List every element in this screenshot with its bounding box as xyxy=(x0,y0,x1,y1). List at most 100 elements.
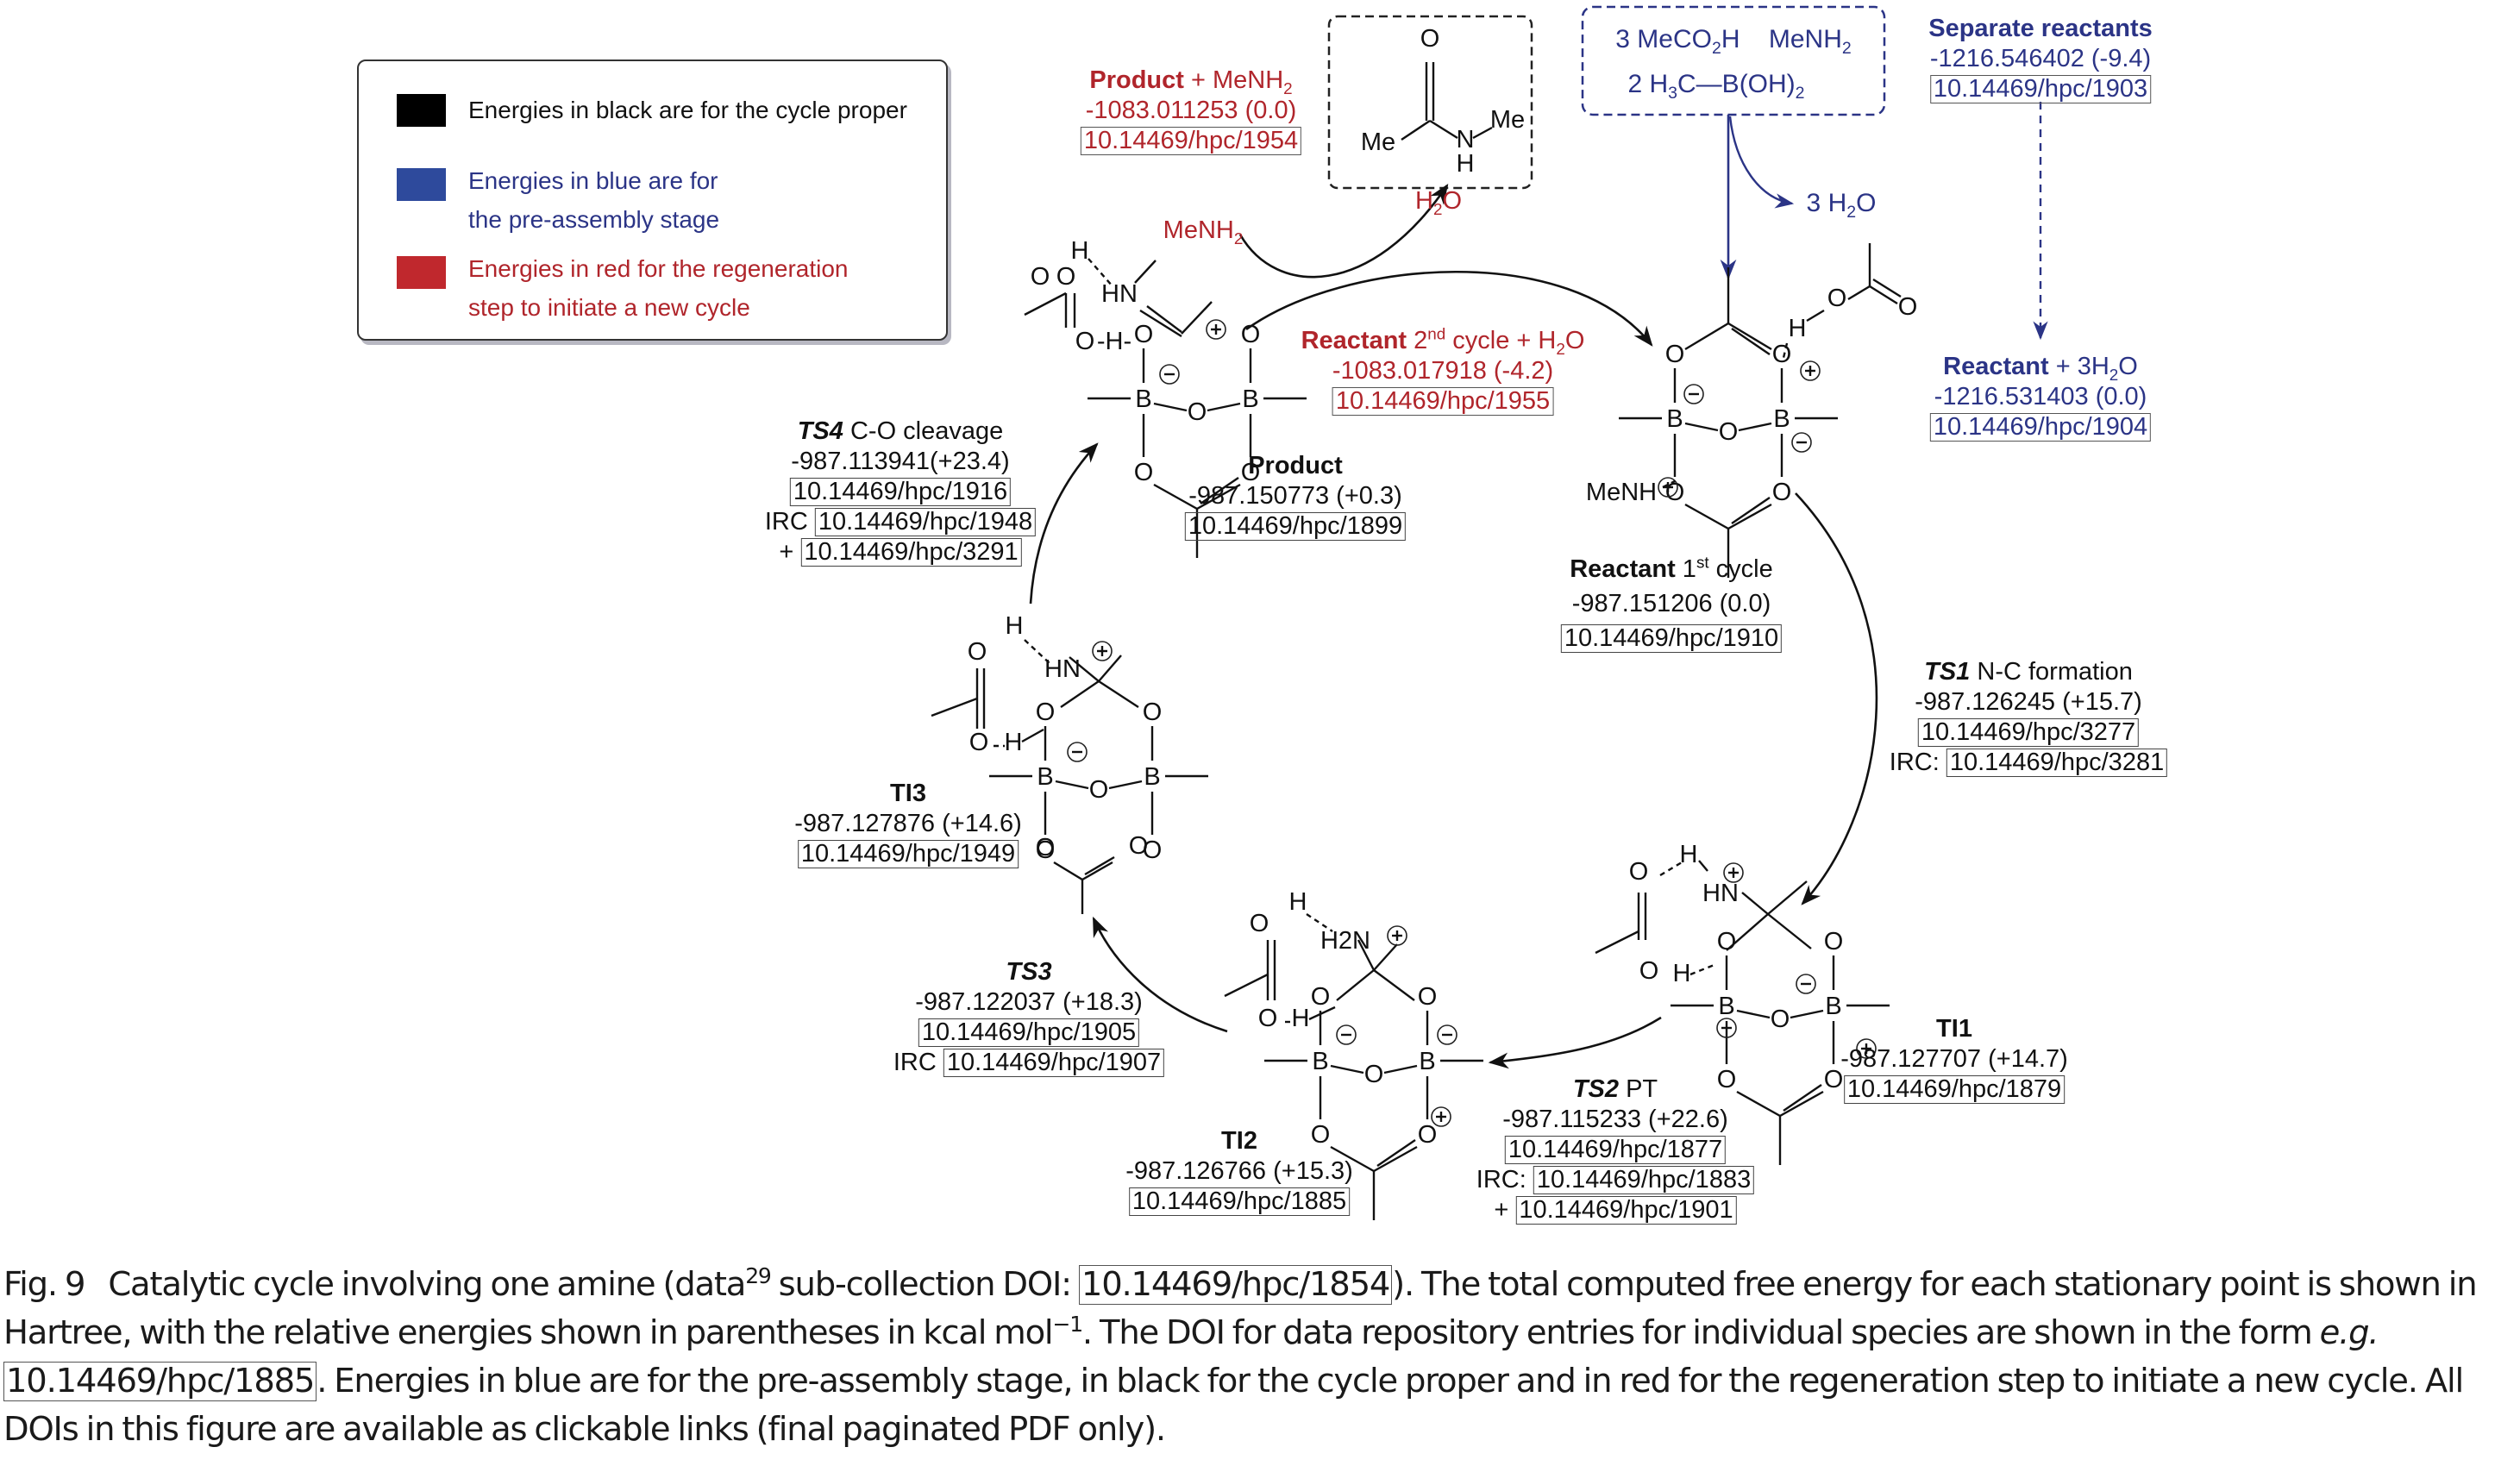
legend-text: step to initiate a new cycle xyxy=(468,294,750,321)
bond xyxy=(1088,258,1113,287)
bond xyxy=(1373,969,1415,1001)
energy-value: -987.127876 (+14.6) xyxy=(794,810,1022,837)
bond xyxy=(1731,328,1771,355)
bond xyxy=(1806,309,1825,323)
irc-doi-link[interactable]: 10.14469/hpc/1948 xyxy=(814,508,1037,536)
energy-value: -1216.531403 (0.0) xyxy=(1934,383,2147,410)
atom-oxygen: O xyxy=(1827,285,1847,312)
bond xyxy=(1108,780,1143,790)
bond xyxy=(1383,1064,1418,1074)
energy-value: -987.113941(+23.4) xyxy=(791,448,1010,475)
energy-value: -987.151206 (0.0) xyxy=(1571,590,1771,617)
atom-oxygen: O xyxy=(1036,699,1056,726)
doi-link[interactable]: 10.14469/hpc/1899 xyxy=(1184,512,1407,541)
bond xyxy=(1727,503,1772,530)
positive-charge-icon xyxy=(1723,862,1744,883)
irc-doi-link[interactable]: 10.14469/hpc/1907 xyxy=(943,1049,1165,1077)
bond xyxy=(1357,939,1376,971)
legend-text: Energies in red for the regeneration xyxy=(468,255,849,282)
doi-link[interactable]: 10.14469/hpc/1955 xyxy=(1332,387,1554,416)
label-reactant-2nd-cycle: Reactant 2nd cycle + H2O -1083.017918 (-… xyxy=(1301,324,1585,416)
atom-oxygen: O xyxy=(1311,1121,1331,1149)
atom-label: MeNH xyxy=(1586,479,1657,506)
doi-link[interactable]: 10.14469/hpc/1854 xyxy=(1078,1265,1393,1305)
atom-oxygen: O xyxy=(1824,1066,1844,1093)
atom-hydrogen: H xyxy=(1005,729,1023,756)
water-label: H2O xyxy=(1415,187,1462,218)
doi-link[interactable]: 10.14469/hpc/1885 xyxy=(1128,1187,1351,1216)
atom-oxygen: O xyxy=(1188,398,1207,426)
reactants-line-1: 3 MeCO2H MeNH2 xyxy=(1615,25,1852,58)
doi-link[interactable]: 10.14469/hpc/1879 xyxy=(1843,1075,2066,1104)
arrow-product-to-reactant2 xyxy=(1245,270,1653,347)
bond xyxy=(1081,861,1113,881)
figure-caption: Fig. 9 Catalytic cycle involving one ami… xyxy=(3,1263,2478,1449)
atom-oxygen: O xyxy=(1258,1005,1278,1032)
atom-hydrogen: H xyxy=(1071,237,1089,265)
doi-link[interactable]: 10.14469/hpc/1905 xyxy=(918,1018,1140,1047)
reference-29[interactable]: 29 xyxy=(745,1263,772,1289)
doi-link[interactable]: 10.14469/hpc/1877 xyxy=(1504,1136,1727,1164)
label-ts1: TS1 N-C formation -987.126245 (+15.7) 10… xyxy=(1890,657,2168,778)
positive-charge-icon xyxy=(1206,319,1226,340)
positive-charge-icon xyxy=(1092,641,1113,661)
atom-oxygen: O xyxy=(1629,858,1649,886)
bond xyxy=(1207,402,1241,412)
bond xyxy=(1021,728,1044,743)
atom-oxygen: O xyxy=(1771,1006,1790,1033)
doi-link[interactable]: 10.14469/hpc/1903 xyxy=(1929,75,2152,103)
negative-charge-icon xyxy=(1796,974,1816,994)
bond xyxy=(1726,913,1769,951)
bond xyxy=(1731,497,1771,524)
bond xyxy=(1727,322,1772,351)
negative-charge-icon xyxy=(1716,1018,1737,1038)
doi-link[interactable]: 10.14469/hpc/3277 xyxy=(1917,718,2140,747)
doi-link[interactable]: 10.14469/hpc/1885 xyxy=(3,1362,317,1401)
atom-oxygen: O xyxy=(1717,928,1737,955)
irc-doi-link[interactable]: 10.14469/hpc/1883 xyxy=(1533,1166,1755,1194)
atom-oxygen: O xyxy=(1665,341,1685,368)
irc-doi-link[interactable]: 10.14469/hpc/3281 xyxy=(1946,749,2168,777)
bond xyxy=(1872,278,1902,298)
label-product: Product -987.150773 (+0.3) 10.14469/hpc/… xyxy=(1184,451,1407,542)
irc-doi-link[interactable]: 10.14469/hpc/1901 xyxy=(1515,1196,1737,1225)
bond xyxy=(1767,913,1812,949)
energy-value: -987.126766 (+15.3) xyxy=(1125,1157,1353,1185)
legend-text: the pre-assembly stage xyxy=(468,206,720,233)
bond xyxy=(1196,483,1241,511)
bond xyxy=(1595,930,1639,955)
atom-oxygen: O xyxy=(1143,836,1163,864)
bond xyxy=(1736,1090,1781,1118)
bond xyxy=(1181,301,1213,335)
doi-link[interactable]: 10.14469/hpc/1910 xyxy=(1560,624,1783,653)
doi-link[interactable]: 10.14469/hpc/1949 xyxy=(797,840,1019,868)
positive-charge-icon xyxy=(1800,360,1821,381)
atom-oxygen: O xyxy=(1898,293,1918,321)
atom-oxygen: O xyxy=(1639,957,1659,985)
arrow-ti1-to-ti2 xyxy=(1488,1016,1662,1069)
bond xyxy=(1098,680,1139,709)
label-product-plus-amine: Product + MeNH2 -1083.011253 (0.0) 10.14… xyxy=(1080,66,1302,156)
atom-hydrogen: H xyxy=(1006,612,1024,640)
doi-link[interactable]: 10.14469/hpc/1954 xyxy=(1080,127,1302,155)
irc-doi-link[interactable]: 10.14469/hpc/3291 xyxy=(800,538,1022,567)
bond xyxy=(1200,477,1239,504)
atom-boron: B xyxy=(1666,405,1683,433)
atom-oxygen: O xyxy=(1418,983,1438,1011)
atom-oxygen: O xyxy=(1250,910,1269,937)
doi-link[interactable]: 10.14469/hpc/1904 xyxy=(1929,413,2152,442)
atom-oxygen: O xyxy=(1665,479,1685,506)
atom-oxygen: O xyxy=(1719,418,1739,446)
positive-charge-icon xyxy=(1431,1106,1451,1127)
doi-link[interactable]: 10.14469/hpc/1916 xyxy=(789,478,1012,506)
n-methylacetamide-structure xyxy=(1401,62,1493,141)
atom-oxygen: O xyxy=(969,729,989,756)
arrow-amine-to-amide xyxy=(1238,184,1449,279)
bond xyxy=(1782,342,1789,359)
bond xyxy=(1146,305,1182,333)
energy-value: -1083.017918 (-4.2) xyxy=(1332,357,1554,385)
bond xyxy=(1330,1064,1364,1074)
bond xyxy=(1662,479,1676,489)
legend-item-red: Energies in red for the regeneration ste… xyxy=(397,249,849,327)
